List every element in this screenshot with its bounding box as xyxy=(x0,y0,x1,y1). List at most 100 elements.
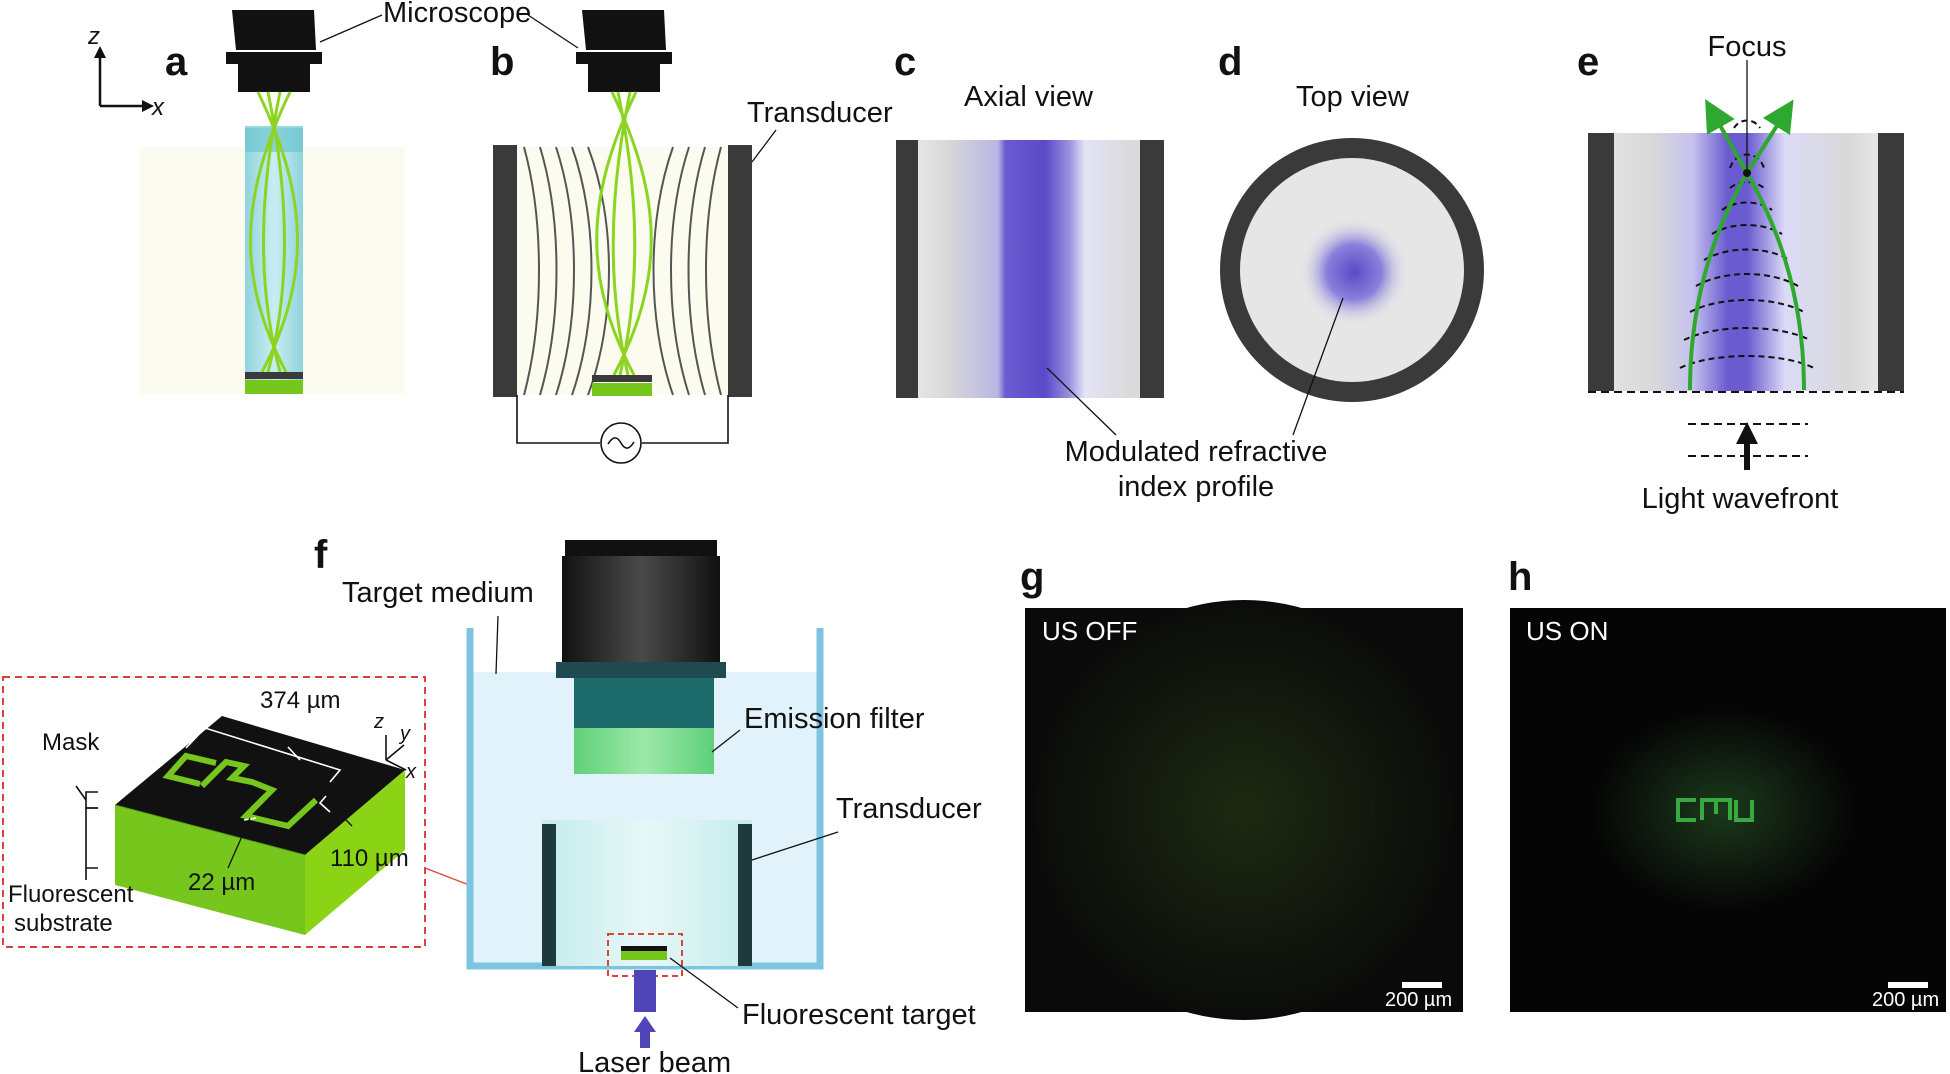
scale-bar-g xyxy=(1402,982,1442,988)
panel-c: Axial view xyxy=(896,81,1164,398)
panel-label-d: d xyxy=(1218,40,1242,84)
focus-label: Focus xyxy=(1708,31,1787,63)
layer-brackets xyxy=(75,785,98,880)
target-leader xyxy=(669,957,739,1009)
ray-left xyxy=(1688,172,1749,391)
micrograph-us-off: US OFF 200 µm xyxy=(1025,600,1463,1020)
transducer-label-b: Transducer xyxy=(747,97,893,129)
microscope-label: Microscope xyxy=(383,0,531,29)
panel-label-b: b xyxy=(490,40,514,84)
transducer-left-c xyxy=(896,140,918,398)
mask-label: Mask xyxy=(42,729,100,756)
scale-label-h: 200 µm xyxy=(1872,989,1939,1011)
modulated-leader-d xyxy=(1292,297,1344,436)
laser-arrow-shaft xyxy=(640,1030,650,1048)
x-axis-arrow xyxy=(142,100,154,112)
inset-box: 374 µm 22 µm 110 µm Mask Fluorescent sub… xyxy=(2,676,426,948)
filter-leader xyxy=(711,729,741,753)
us-off-label: US OFF xyxy=(1042,616,1137,646)
axes-indicator: z x xyxy=(87,23,165,121)
transducer-right-b xyxy=(728,145,752,397)
panel-label-h: h xyxy=(1508,555,1532,599)
chip-substrate-side xyxy=(305,770,405,935)
x-axis-label: x xyxy=(151,94,165,121)
modulated-leader-c xyxy=(1046,367,1117,436)
micrograph-us-on: US ON 200 µm xyxy=(1510,608,1946,1012)
sine-wave-icon xyxy=(607,437,635,449)
mask-b xyxy=(592,375,652,382)
transducer-label-f: Transducer xyxy=(836,793,982,825)
inset-border xyxy=(2,676,426,948)
scale-label-g: 200 µm xyxy=(1385,989,1452,1011)
emission-filter-label: Emission filter xyxy=(744,703,925,735)
panel-label-e: e xyxy=(1577,40,1599,84)
emission-objective xyxy=(556,540,726,728)
dim-110-label: 110 µm xyxy=(330,845,409,872)
dim-374-label: 374 µm xyxy=(260,687,341,714)
transducer-leader-f xyxy=(751,831,839,861)
chip-dimensions xyxy=(185,727,342,821)
ray-right xyxy=(1745,172,1806,391)
transducer-left-f xyxy=(542,824,556,966)
light-wavefront-label: Light wavefront xyxy=(1642,483,1839,515)
axial-refractive-profile xyxy=(916,140,1164,398)
micrograph-h-glow xyxy=(1594,710,1854,910)
emission-filter xyxy=(574,728,714,774)
transducer-right-c xyxy=(1140,140,1164,398)
target-mask xyxy=(621,946,667,951)
panel-f xyxy=(466,540,839,1048)
transducer-right-f xyxy=(738,824,752,966)
laser-arrow-head xyxy=(634,1016,656,1032)
fluorescent-label-line2: substrate xyxy=(14,910,113,937)
axial-view-label: Axial view xyxy=(964,81,1094,113)
inset-axis-z: z xyxy=(373,711,384,733)
panel-label-c: c xyxy=(894,40,916,84)
focusing-medium xyxy=(1588,133,1878,391)
dim-22-label: 22 µm xyxy=(188,869,255,896)
modulated-label-line1: Modulated refractive xyxy=(1065,436,1328,468)
z-axis-arrow xyxy=(94,46,106,58)
light-rays-b xyxy=(595,91,653,376)
microscope-objective-b xyxy=(576,10,672,92)
panel-a xyxy=(140,10,405,394)
drive-circuit xyxy=(516,395,729,444)
transducer-right-e xyxy=(1878,133,1904,391)
panel-e xyxy=(1588,60,1904,470)
transducer-leader-b xyxy=(751,129,777,163)
micrograph-g-field xyxy=(1034,600,1454,1020)
ray-right-exit xyxy=(1745,99,1794,175)
fluorescent-target-label: Fluorescent target xyxy=(742,999,976,1031)
fluorescent-label-line1: Fluorescent xyxy=(8,881,134,908)
z-axis-label: z xyxy=(87,23,100,50)
panel-label-a: a xyxy=(165,40,188,84)
transducer-left-e xyxy=(1588,133,1614,391)
dim-22-leader xyxy=(227,817,251,869)
wavefront-arrow-head xyxy=(1736,422,1758,444)
micrograph-cmu-logo xyxy=(1676,798,1754,822)
sample-a xyxy=(245,380,303,394)
acoustic-waves xyxy=(523,146,722,396)
medium-leader xyxy=(495,615,499,675)
inset-axis-y: y xyxy=(398,723,411,745)
inset-axes xyxy=(385,735,407,771)
refractive-index-spot xyxy=(1299,217,1409,327)
sample-b xyxy=(592,383,652,396)
dim-110-leader xyxy=(333,807,353,827)
chip-substrate-front xyxy=(115,805,305,935)
laser-beam-label: Laser beam xyxy=(578,1047,731,1074)
transducer-left-b xyxy=(493,145,517,397)
ray-left-exit xyxy=(1705,99,1749,174)
laser-beam-bar xyxy=(634,970,656,1012)
target-substrate xyxy=(621,951,667,960)
scale-bar-h xyxy=(1888,982,1928,988)
inset-axis-x: x xyxy=(405,761,417,783)
panel-label-f: f xyxy=(314,533,328,577)
mask-a xyxy=(245,372,303,379)
microscope-leader-b xyxy=(527,14,579,49)
panel-d: Top view xyxy=(1220,81,1484,402)
target-medium-label: Target medium xyxy=(342,577,534,609)
panel-b xyxy=(493,10,752,464)
microscope-objective-a xyxy=(226,10,322,92)
light-rays-a xyxy=(249,91,299,373)
